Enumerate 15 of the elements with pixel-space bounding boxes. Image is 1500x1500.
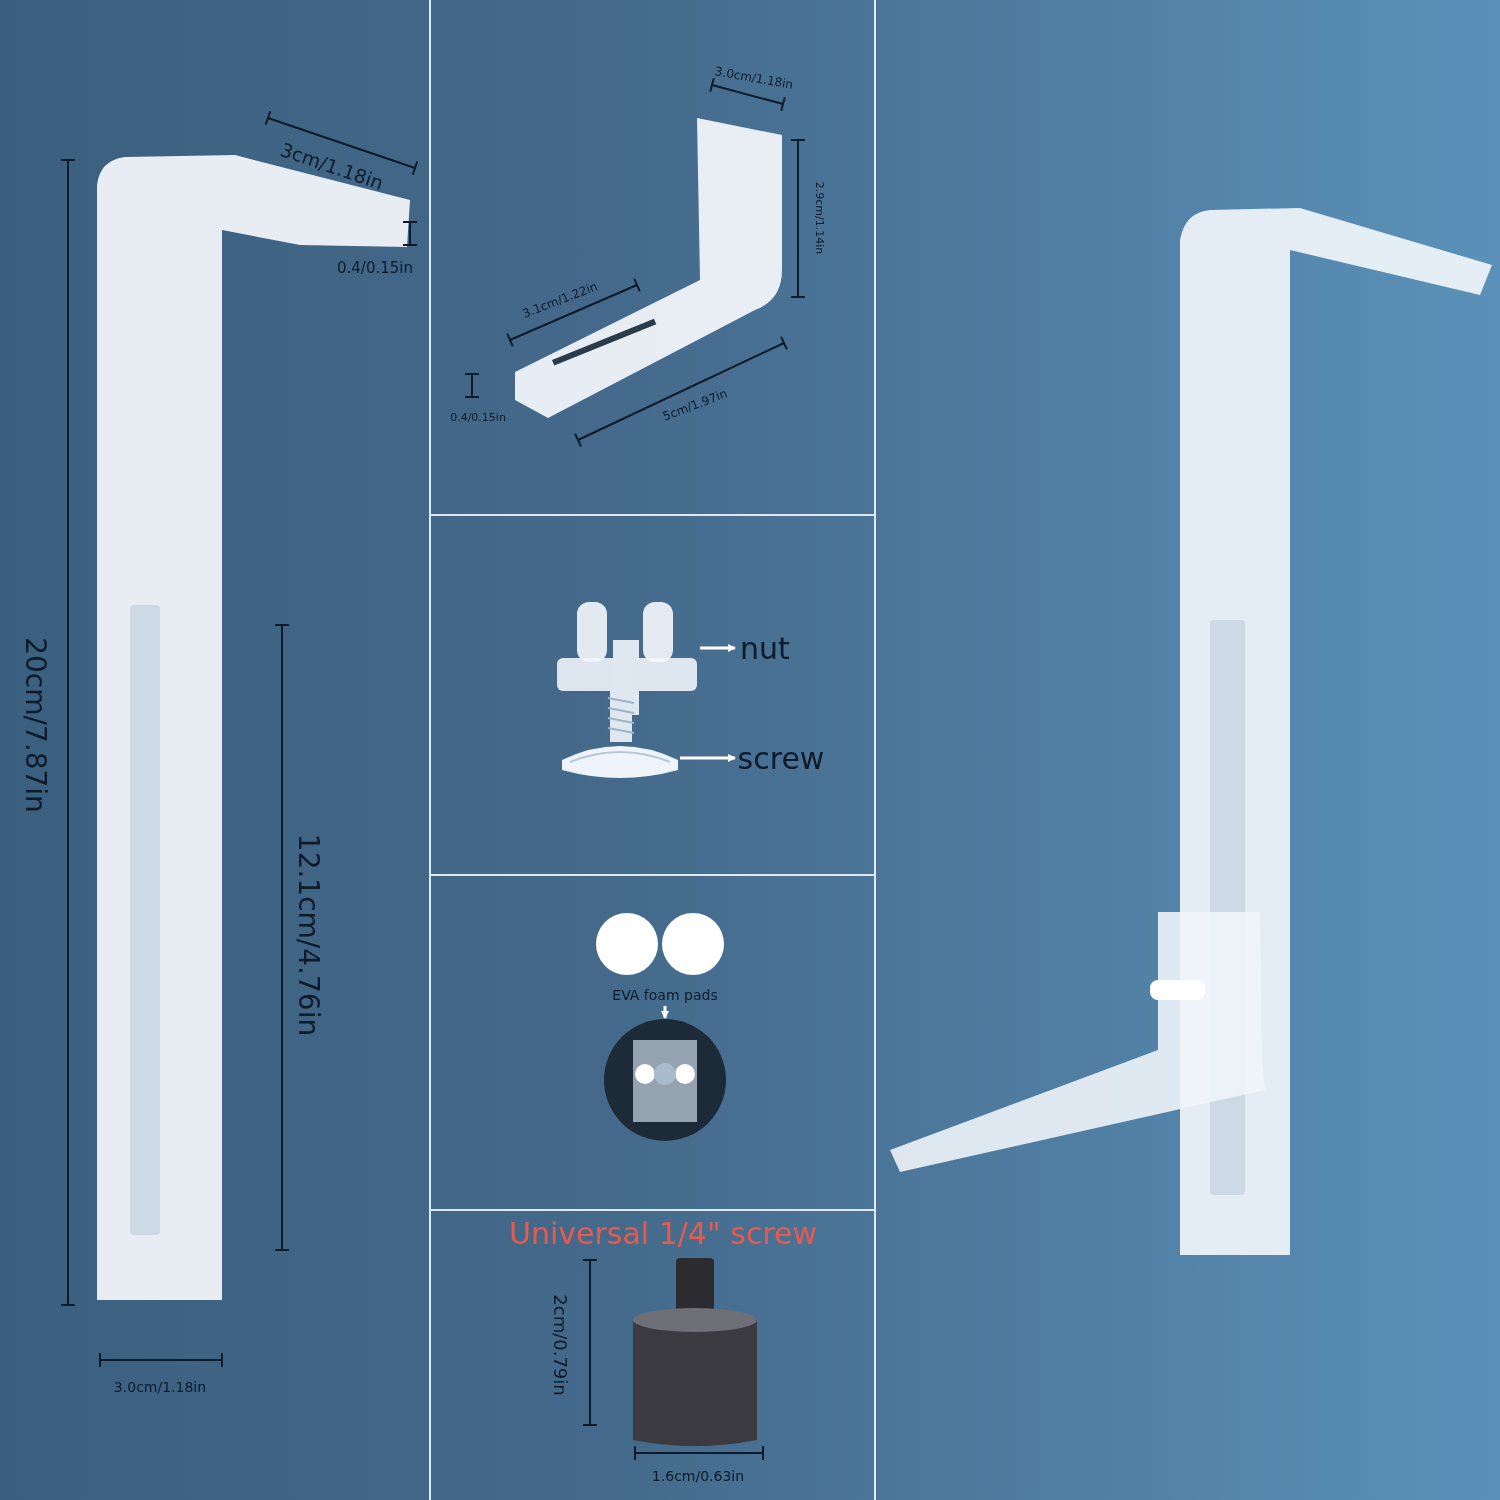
title-label: Universal 1/4" screw — [508, 1215, 818, 1251]
arrow — [700, 644, 736, 652]
dimension-label: 0.4/0.15in — [450, 410, 506, 424]
dimension-label: 20cm/7.87in — [18, 637, 52, 813]
dimension-label: 2.9cm/1.14in — [812, 181, 826, 255]
dimension-label: 3.0cm/1.18in — [113, 1379, 207, 1395]
part-label: screw — [737, 740, 825, 776]
arrow — [680, 754, 736, 762]
dimension-label: 12.1cm/4.76in — [291, 833, 325, 1037]
arrow — [661, 1006, 669, 1019]
dimension-label: 1.6cm/0.63in — [651, 1468, 745, 1484]
pad-label: EVA foam pads — [612, 987, 718, 1003]
dimension-label: 0.4/0.15in — [337, 259, 413, 277]
dimension-label: 2cm/0.79in — [549, 1294, 571, 1396]
part-label: nut — [740, 630, 790, 666]
